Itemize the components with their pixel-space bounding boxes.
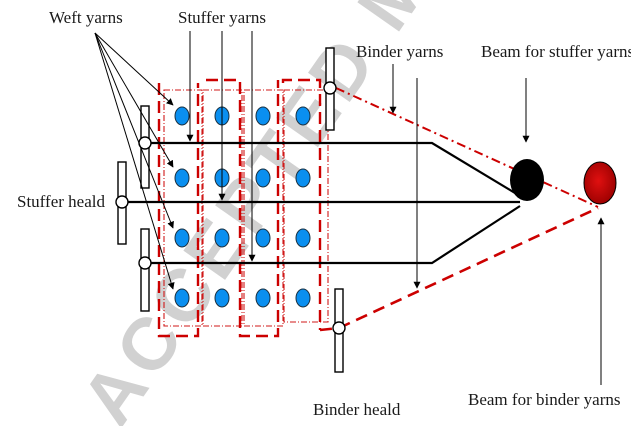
binder-yarn-top (335, 87, 599, 208)
label-stuffer-yarns: Stuffer yarns (178, 8, 266, 27)
binder-dashdot-outlines (163, 89, 329, 327)
watermark-text: ACCEPTED MA (65, 0, 482, 426)
binder-yarn-bottom (319, 206, 599, 332)
weft-yarn-circle (214, 288, 230, 308)
weft-yarn-circle (255, 228, 271, 248)
binder-heald-frame (332, 288, 346, 373)
watermark: ACCEPTED MA (65, 0, 482, 426)
binder-dashed-outlines (157, 78, 322, 338)
frame-thick-col4 (281, 78, 322, 330)
pointers (94, 31, 605, 385)
weft-pointer-1 (94, 32, 174, 106)
weft-yarn-circle (174, 168, 190, 188)
binder-heald-frame-top (323, 47, 337, 131)
frame-thin-col2 (202, 89, 243, 327)
weft-yarn-circle (255, 168, 271, 188)
label-beam-binder: Beam for binder yarns (468, 390, 620, 409)
weft-yarn-circle (174, 106, 190, 126)
frame-thin-col4 (283, 89, 329, 323)
stuffer-yarns (127, 141, 521, 265)
label-weft-yarns: Weft yarns (49, 8, 123, 27)
weft-yarn-circle (295, 168, 311, 188)
healds (115, 47, 346, 373)
binder-beam (583, 161, 617, 205)
weft-yarn-circle (174, 228, 190, 248)
label-binder-heald: Binder heald (313, 400, 401, 419)
weft-yarn-circle (295, 288, 311, 308)
label-stuffer-heald: Stuffer heald (17, 192, 105, 211)
weft-yarn-circle (214, 228, 230, 248)
stuffer-heald-frame (115, 161, 129, 245)
stuffer-beam (510, 159, 544, 201)
binder-yarns (319, 87, 599, 332)
label-beam-stuffer: Beam for stuffer yarns (481, 42, 631, 61)
stuffer-yarn-bottom (150, 205, 521, 265)
frame-thick-col2-3 (206, 78, 280, 338)
stuffer-yarn-top (150, 141, 521, 197)
frame-thin-col3 (243, 89, 284, 327)
stuffer-heald-frame-bottom (138, 228, 152, 312)
weft-yarn-circle (295, 106, 311, 126)
weft-pointer-3 (94, 32, 174, 229)
weft-yarn-circle (174, 288, 190, 308)
frame-thick-col1 (157, 83, 200, 338)
weft-pointer-4 (94, 32, 175, 290)
labels: Weft yarns Stuffer yarns Binder yarns Be… (17, 8, 631, 419)
binder-frames (157, 78, 329, 338)
weft-yarn-circle (255, 106, 271, 126)
frame-thin-col1 (163, 89, 203, 327)
weft-pointer-2 (94, 32, 174, 168)
weft-yarn-circle (255, 288, 271, 308)
label-binder-yarns: Binder yarns (356, 42, 443, 61)
weft-yarn-circle (295, 228, 311, 248)
